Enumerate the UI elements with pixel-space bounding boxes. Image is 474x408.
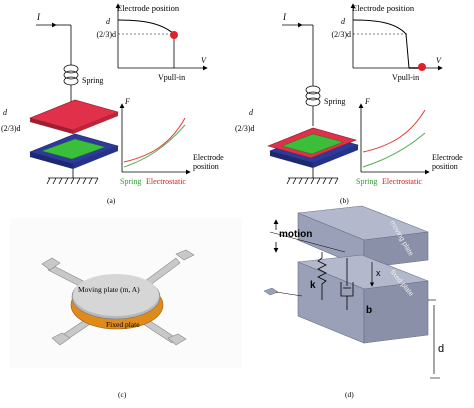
panel-c: Moving plate (m, A) Fixed plate (c) [10, 218, 242, 399]
lead-pad [263, 287, 279, 296]
tick-x: Vpull-in [158, 73, 185, 82]
damper-b [340, 258, 354, 310]
legend-electrostatic: Electrostatic [146, 177, 186, 186]
bottom-electrode [41, 138, 106, 160]
spring-label: k [310, 280, 316, 291]
displacement-label: x [376, 268, 381, 278]
spring-label: Spring [324, 97, 345, 106]
caption-a: (a) [107, 196, 116, 205]
bottom-plate-edge [30, 152, 73, 169]
position-voltage-graph: Electrode position V d (2/3)d Vpull-in [331, 3, 443, 82]
x-axis-label-line2: position [432, 162, 458, 171]
position-curve [117, 19, 175, 35]
fixed-plate-side [363, 280, 429, 344]
top-plate-edge-right [73, 112, 118, 134]
caption-b: (b) [340, 196, 349, 205]
pullin-marker [418, 63, 426, 71]
caption-c: (c) [118, 390, 127, 399]
ground-hatch [46, 177, 99, 185]
position-voltage-graph: Electrode position V d (2/3)d Vpull-in [96, 3, 208, 82]
tick-y-top: d [106, 17, 111, 26]
panel-d: moving plate fixed plate motion k b x d [263, 205, 444, 399]
tick-y-top: d [341, 17, 346, 26]
y-axis-label: F [364, 97, 370, 106]
bottom-plate-edge-right [73, 146, 118, 169]
moving-plate-label: Moving plate (m, A) [78, 285, 140, 294]
lead-wire [275, 291, 303, 297]
ground-hatch [286, 177, 339, 185]
moving-plate-top [73, 274, 159, 316]
motion-leader [269, 231, 346, 253]
fixed-plate-label: Fixed plate [106, 320, 140, 329]
gap-label: d [438, 343, 444, 355]
force-graph: F Electrode position Spring Electrostati… [356, 97, 463, 186]
y-axis-label: Electrode position [117, 3, 180, 13]
y-axis-label: F [124, 97, 130, 106]
spring-label: Spring [82, 76, 103, 85]
gap-label-two-thirds: (2/3)d [235, 124, 255, 133]
spring-force-curve [123, 124, 186, 168]
legend-electrostatic: Electrostatic [382, 177, 422, 186]
legend-spring: Spring [356, 177, 377, 186]
current-label: I [36, 12, 41, 22]
x-axis-label-line1: Electrode [193, 153, 224, 162]
pullin-marker [170, 31, 178, 39]
electrostatic-force-curve [362, 109, 426, 153]
spring-k [317, 252, 327, 300]
motion-label: motion [279, 229, 312, 240]
damper-label: b [366, 305, 372, 316]
panel-a: I Spring d (2/3)d [1, 3, 224, 205]
tick-x: Vpull-in [392, 73, 419, 82]
x-axis-label: V [436, 56, 442, 65]
position-curve [352, 19, 410, 69]
x-axis-label-line2: position [193, 162, 219, 171]
force-graph: F Electrode position Spring Electrostati… [119, 97, 224, 186]
electrostatic-force-curve [123, 117, 186, 163]
gap-label-d: d [3, 108, 8, 117]
tick-y: (2/3)d [331, 30, 351, 39]
x-axis-label: V [201, 56, 207, 65]
bottom-plate-edge [270, 151, 313, 168]
panel-b: I Spring d (2/3)d [235, 3, 463, 205]
top-plate-edge [30, 118, 73, 134]
tick-y: (2/3)d [96, 30, 116, 39]
gap-label-d: d [249, 108, 254, 117]
x-axis-label-line1: Electrode [432, 153, 463, 162]
spring-coil [305, 85, 321, 107]
current-label: I [282, 12, 287, 22]
bottom-electrode [281, 133, 344, 155]
bottom-plate-edge-right [313, 145, 358, 168]
caption-d: (d) [345, 390, 354, 399]
legend-spring: Spring [120, 177, 141, 186]
gap-label-two-thirds: (2/3)d [1, 124, 21, 133]
y-axis-label: Electrode position [352, 3, 415, 13]
spring-force-curve [362, 132, 426, 168]
spring-coil [63, 64, 79, 86]
